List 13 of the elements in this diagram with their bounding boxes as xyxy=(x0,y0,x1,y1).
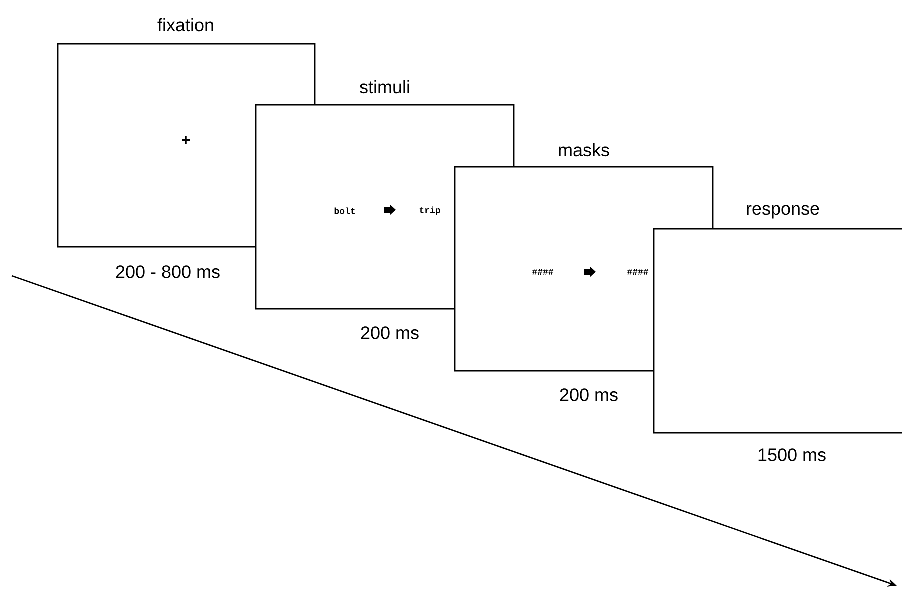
screen-heading: stimuli xyxy=(360,80,410,94)
stimulus-word: bolt xyxy=(334,208,355,214)
duration-label: 200 - 800 ms xyxy=(116,266,220,278)
duration-label: 200 ms xyxy=(560,388,618,402)
stimulus-word: trip xyxy=(420,206,440,216)
duration-label: 1500 ms xyxy=(758,448,826,462)
stimulus-word: #### xyxy=(532,269,554,275)
screen-heading: fixation xyxy=(158,18,214,32)
stimulus-word: #### xyxy=(627,269,649,275)
screen-heading: response xyxy=(747,205,820,219)
fixation-cross: + xyxy=(182,136,190,144)
duration-label: 200 ms xyxy=(361,326,419,340)
screen-heading: masks xyxy=(559,143,610,157)
